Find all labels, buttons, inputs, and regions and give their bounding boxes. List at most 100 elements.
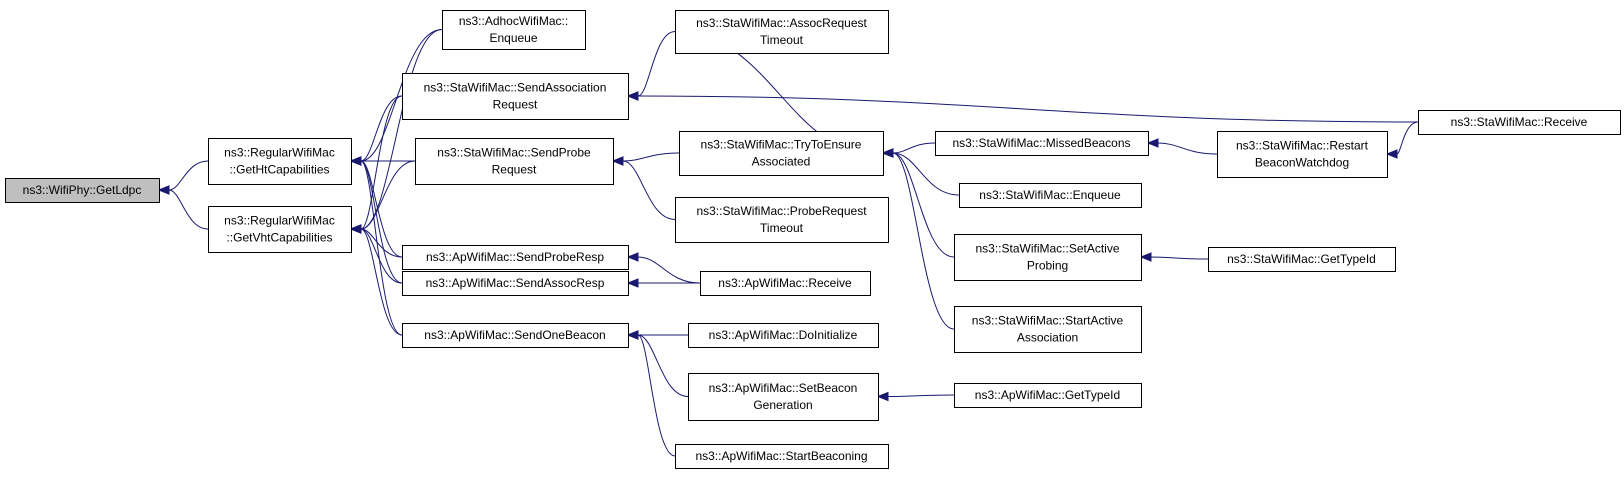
node-label-line: Timeout bbox=[760, 33, 804, 47]
arrowhead bbox=[1385, 149, 1398, 159]
node-label-line: ::GetVhtCapabilities bbox=[226, 231, 332, 245]
node-box bbox=[402, 245, 629, 270]
edge-sta-sendassoc-to-getht bbox=[360, 95, 403, 162]
node-sta-receive[interactable]: ns3::StaWifiMac::Receive bbox=[1418, 110, 1621, 135]
edge-sta-receive-to-sta-restartbeacon bbox=[1396, 121, 1419, 155]
node-getldpc[interactable]: ns3::WifiPhy::GetLdpc bbox=[5, 178, 160, 203]
node-sta-enqueue[interactable]: ns3::StaWifiMac::Enqueue bbox=[959, 183, 1142, 208]
edge-sta-sendassoc-to-getvht bbox=[360, 95, 403, 230]
node-box bbox=[688, 373, 879, 421]
edge-sta-missedbeacons-to-sta-trytoensure bbox=[892, 142, 936, 154]
node-label-line: ns3::RegularWifiMac bbox=[224, 146, 335, 160]
node-label-line: ns3::ApWifiMac::SendProbeResp bbox=[426, 250, 604, 264]
edge-ap-receive-to-ap-sendproberesp bbox=[637, 256, 701, 284]
node-sta-gettypeid[interactable]: ns3::StaWifiMac::GetTypeId bbox=[1208, 247, 1396, 272]
edge-sta-restartbeacon-to-sta-missedbeacons bbox=[1157, 142, 1218, 155]
node-box bbox=[675, 10, 889, 54]
node-box bbox=[208, 138, 352, 185]
edge-sta-startactiveassoc-to-sta-trytoensure bbox=[892, 152, 955, 330]
node-ap-sendproberesp[interactable]: ns3::ApWifiMac::SendProbeResp bbox=[402, 245, 629, 270]
node-adhoc-enqueue[interactable]: ns3::AdhocWifiMac::Enqueue bbox=[442, 10, 586, 50]
edge-ap-startbeaconing-to-ap-sendonebeacon bbox=[637, 334, 676, 457]
edge-sta-setactiveprobing-to-sta-trytoensure bbox=[892, 152, 955, 258]
node-box bbox=[954, 306, 1142, 353]
node-label-line: ns3::ApWifiMac::SetBeacon bbox=[709, 381, 858, 395]
node-label-line: Associated bbox=[752, 155, 811, 169]
edge-ap-gettypeid-to-ap-setbeacongen bbox=[887, 394, 955, 397]
node-box bbox=[402, 73, 629, 120]
node-box bbox=[1217, 131, 1388, 178]
node-box bbox=[402, 271, 629, 296]
node-box bbox=[675, 444, 889, 469]
node-label-line: ns3::ApWifiMac::StartBeaconing bbox=[695, 449, 867, 463]
edge-ap-setbeacongen-to-ap-sendonebeacon bbox=[637, 334, 689, 397]
node-ap-doinitialize[interactable]: ns3::ApWifiMac::DoInitialize bbox=[688, 323, 879, 348]
edge-sta-trytoensure-to-sta-sendprobe bbox=[622, 152, 680, 162]
node-label-line: ns3::ApWifiMac::GetTypeId bbox=[975, 388, 1120, 402]
node-getvht[interactable]: ns3::RegularWifiMac::GetVhtCapabilities bbox=[208, 206, 352, 253]
node-box bbox=[208, 206, 352, 253]
node-ap-startbeaconing[interactable]: ns3::ApWifiMac::StartBeaconing bbox=[675, 444, 889, 469]
node-ap-sendonebeacon[interactable]: ns3::ApWifiMac::SendOneBeacon bbox=[402, 323, 629, 348]
node-layer: ns3::WifiPhy::GetLdpcns3::RegularWifiMac… bbox=[5, 10, 1621, 469]
arrowhead bbox=[1146, 138, 1159, 148]
node-label-line: Enqueue bbox=[489, 31, 537, 45]
node-label-line: ns3::StaWifiMac::ProbeRequest bbox=[696, 204, 867, 218]
node-getht[interactable]: ns3::RegularWifiMac::GetHtCapabilities bbox=[208, 138, 352, 185]
node-label-line: BeaconWatchdog bbox=[1255, 156, 1349, 170]
node-label-line: ns3::ApWifiMac::SendOneBeacon bbox=[424, 328, 605, 342]
node-label-line: ns3::StaWifiMac::GetTypeId bbox=[1227, 252, 1376, 266]
node-label-line: ns3::StaWifiMac::SendProbe bbox=[437, 146, 591, 160]
node-box bbox=[954, 234, 1142, 281]
node-label-line: ns3::StaWifiMac::SendAssociation bbox=[424, 81, 607, 95]
node-label-line: Request bbox=[493, 98, 538, 112]
node-label-line: ns3::StaWifiMac::Receive bbox=[1451, 115, 1588, 129]
arrowhead bbox=[349, 224, 362, 234]
node-ap-gettypeid[interactable]: ns3::ApWifiMac::GetTypeId bbox=[954, 383, 1142, 408]
edge-layer bbox=[157, 29, 1419, 457]
node-box bbox=[688, 323, 879, 348]
arrowhead bbox=[157, 185, 170, 195]
node-box bbox=[442, 10, 586, 50]
edge-sta-gettypeid-to-sta-setactiveprobing bbox=[1150, 256, 1209, 260]
node-label-line: ns3::StaWifiMac::Restart bbox=[1236, 139, 1369, 153]
node-sta-missedbeacons[interactable]: ns3::StaWifiMac::MissedBeacons bbox=[935, 131, 1149, 156]
node-box bbox=[959, 183, 1142, 208]
edge-sta-assocreqtimeout-to-sta-sendassoc bbox=[637, 31, 676, 97]
node-box bbox=[1208, 247, 1396, 272]
edge-sta-sendprobe-to-getvht bbox=[360, 160, 416, 230]
node-label-line: Generation bbox=[753, 398, 812, 412]
node-box bbox=[5, 178, 160, 203]
edge-ap-sendassocresp-to-getvht bbox=[360, 228, 403, 284]
node-label-line: ns3::StaWifiMac::SetActive bbox=[975, 242, 1119, 256]
node-label-line: ns3::AdhocWifiMac:: bbox=[459, 14, 568, 28]
edge-getht-to-getldpc bbox=[168, 160, 209, 191]
node-ap-receive[interactable]: ns3::ApWifiMac::Receive bbox=[700, 271, 871, 296]
node-box bbox=[700, 271, 871, 296]
node-ap-sendassocresp[interactable]: ns3::ApWifiMac::SendAssocResp bbox=[402, 271, 629, 296]
node-box bbox=[935, 131, 1149, 156]
node-label-line: ns3::ApWifiMac::SendAssocResp bbox=[426, 276, 605, 290]
node-label-line: ns3::RegularWifiMac bbox=[224, 214, 335, 228]
edge-getvht-to-getldpc bbox=[168, 189, 209, 230]
node-label-line: Probing bbox=[1027, 259, 1068, 273]
arrowhead bbox=[881, 148, 894, 158]
arrowhead bbox=[626, 252, 639, 262]
edge-adhoc-enqueue-to-getht bbox=[360, 29, 443, 162]
arrowhead bbox=[1139, 252, 1152, 262]
node-label-line: ns3::ApWifiMac::DoInitialize bbox=[709, 328, 858, 342]
node-label-line: ns3::StaWifiMac::StartActive bbox=[972, 314, 1124, 328]
node-label-line: ::GetHtCapabilities bbox=[229, 163, 329, 177]
node-label-line: ns3::StaWifiMac::AssocRequest bbox=[696, 16, 867, 30]
edge-sta-receive-to-sta-sendassoc bbox=[637, 95, 1419, 123]
